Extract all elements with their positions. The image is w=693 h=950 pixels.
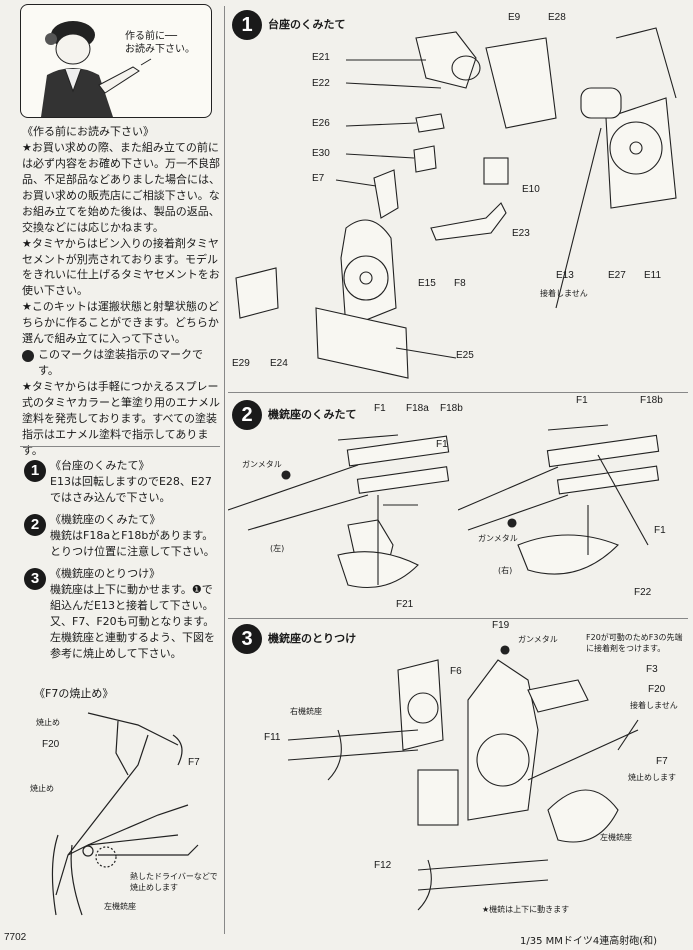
f7-label-left-mount: 左機銃座 [104, 902, 136, 911]
soldier-figure [41, 21, 152, 117]
step-note-1: 1 《台座のくみたて》 E13は回転しますのでE28、E27ではさみ込んで下さい… [24, 458, 220, 506]
label-F1-left-a: F1 [374, 403, 386, 414]
step-3-number: 3 [232, 624, 262, 654]
step-2-number: 2 [232, 400, 262, 430]
label-F18b-left: F18b [440, 403, 463, 414]
label-right-mount: 右機銃座 [290, 707, 322, 716]
left-divider [20, 446, 220, 447]
intro-paragraph: ★お買い求めの際、また組み立ての前には必ず内容をお確め下さい。万一不良部品、不足… [22, 140, 220, 234]
label-E26: E26 [312, 118, 330, 129]
step-3-title: 機銃座のとりつけ [268, 632, 357, 645]
step-note-text: 機銃はF18aとF18bがあります。とりつけ位置に注意して下さい。 [50, 528, 215, 558]
base-assembly-drawing [235, 27, 677, 379]
step-note-2: 2 《機銃座のくみたて》 機銃はF18aとF18bがあります。とりつけ位置に注意… [24, 512, 220, 560]
label-E11: E11 [644, 270, 662, 281]
label-E13: E13 [556, 270, 574, 281]
label-no-glue-1: 接着しません [540, 289, 588, 298]
label-E10: E10 [522, 184, 540, 195]
step-1-number: 1 [232, 10, 262, 40]
label-E27: E27 [608, 270, 626, 281]
label-gunmetal-left: ガンメタル [242, 460, 282, 469]
label-F7-3: F7 [656, 756, 668, 767]
step-2-right-diagram: F1 F18b ガンメタル (右) F1 F22 [457, 395, 688, 615]
label-left-mount-3: 左機銃座 [600, 833, 632, 842]
label-E29: E29 [232, 358, 250, 369]
label-yakidome-3: 焼止めします [628, 773, 676, 782]
label-gunmetal-3: ガンメタル [518, 635, 558, 644]
paint-mark-icon [22, 350, 34, 363]
step-2-left-diagram: F1 F18a F18b F1 ガンメタル (左) F21 [227, 395, 463, 615]
step-note-number: 2 [24, 514, 46, 536]
intro-paragraph: ★タミヤからはビン入りの接着剤タミヤセメントが別売されております。モデルをきれい… [22, 236, 220, 298]
label-E28: E28 [548, 12, 566, 23]
label-gunmetal-right: ガンメタル [478, 534, 518, 543]
f7-linkage-drawing [51, 712, 199, 916]
label-F8: F8 [454, 278, 466, 289]
step-note-text: 機銃座は上下に動かせます。❶で組込んだE13と接着して下さい。又、F7、F20も… [50, 582, 215, 660]
f7-diagram: 焼止め F20 F7 焼止め 熱したドライバーなどで焼止めします 左機銃座 [28, 705, 223, 920]
f7-label-f20: F20 [42, 739, 60, 750]
label-F19: F19 [492, 620, 510, 631]
f7-label-yakidome-top: 焼止め [36, 718, 60, 727]
intro-paragraph: ★このキットは運搬状態と射撃状態のどちらかに作ることができます。どちらか選んで組… [22, 300, 219, 346]
step-note-3: 3 《機銃座のとりつけ》 機銃座は上下に動かせます。❶で組込んだE13と接着して… [24, 566, 220, 662]
label-E25: E25 [456, 350, 474, 361]
column-divider [224, 6, 225, 934]
label-E21: E21 [312, 52, 330, 63]
label-side-left: (左) [270, 544, 285, 553]
label-E15: E15 [418, 278, 436, 289]
label-E30: E30 [312, 148, 330, 159]
f7-section-title: 《F7の焼止め》 [34, 687, 114, 700]
label-E23: E23 [512, 228, 530, 239]
footer-code: 7702 [4, 932, 27, 943]
step-1-diagram: E9 E28 E21 E22 E26 E30 E7 E10 E23 E15 F8… [226, 8, 691, 388]
label-E24: E24 [270, 358, 288, 369]
step-note-text: E13は回転しますのでE28、E27ではさみ込んで下さい。 [50, 474, 212, 504]
f7-label-f7: F7 [188, 757, 200, 768]
intro-section: 《作る前にお読み下さい》 ★お買い求めの際、また組み立ての前には必ず内容をお確め… [22, 124, 222, 459]
paint-mark-row: このマークは塗装指示のマークです。 [22, 347, 222, 379]
step-note-title: 《台座のくみたて》 [50, 459, 150, 472]
label-F12: F12 [374, 860, 392, 871]
intro-paragraph: ★タミヤからは手軽につかえるスプレー式のタミヤカラーと筆塗り用のエナメル塗料を発… [22, 380, 220, 457]
step-note-title: 《機銃座のとりつけ》 [50, 567, 161, 580]
intro-paragraph: このマークは塗装指示のマークです。 [38, 348, 203, 378]
label-F3: F3 [646, 664, 658, 675]
intro-title: 《作る前にお読み下さい》 [22, 125, 154, 138]
footer-title: 1/35 MMドイツ4連高射砲(和) [520, 936, 658, 947]
label-F1-right-b: F1 [654, 525, 666, 536]
label-F18b-right: F18b [640, 395, 663, 406]
step-1-title: 台座のくみたて [268, 18, 346, 31]
right-gun-mount-drawing [457, 424, 660, 575]
speech-bubble: 作る前に── お読み下さい。 [125, 31, 195, 55]
step-divider-1 [228, 392, 688, 393]
label-F20-note: F20が可動のためF3の先端に接着剤をつけます。 [586, 633, 683, 653]
header-illustration: 作る前に── お読み下さい。 [20, 4, 212, 118]
label-E22: E22 [312, 78, 330, 89]
label-F18a: F18a [406, 403, 429, 414]
step-3-diagram: F19 ガンメタル F20が可動のためF3の先端に接着剤をつけます。 F6 F3… [228, 620, 688, 925]
label-F6: F6 [450, 666, 462, 677]
label-F20: F20 [648, 684, 666, 695]
label-F1-left-b: F1 [436, 439, 448, 450]
label-F11: F11 [264, 732, 281, 743]
label-E7: E7 [312, 173, 325, 184]
f7-label-yakidome-left: 焼止め [30, 784, 54, 793]
step-note-title: 《機銃座のくみたて》 [50, 513, 161, 526]
label-side-right: (右) [498, 566, 513, 575]
step-note-number: 1 [24, 460, 46, 482]
left-gun-mount-drawing [227, 434, 450, 589]
label-F1-right-a: F1 [576, 395, 588, 406]
f7-label-driver: 熱したドライバーなどで焼止めします [130, 872, 218, 892]
label-no-glue-3: 接着しません [630, 701, 678, 710]
label-move-note: ★機銃は上下に動きます [482, 905, 570, 914]
label-E9: E9 [508, 12, 521, 23]
step-2-title: 機銃座のくみたて [268, 408, 357, 421]
mount-attachment-drawing [287, 645, 639, 911]
step-note-number: 3 [24, 568, 46, 590]
step-divider-2 [228, 618, 688, 619]
label-F22: F22 [634, 587, 652, 598]
label-F21: F21 [396, 599, 414, 610]
